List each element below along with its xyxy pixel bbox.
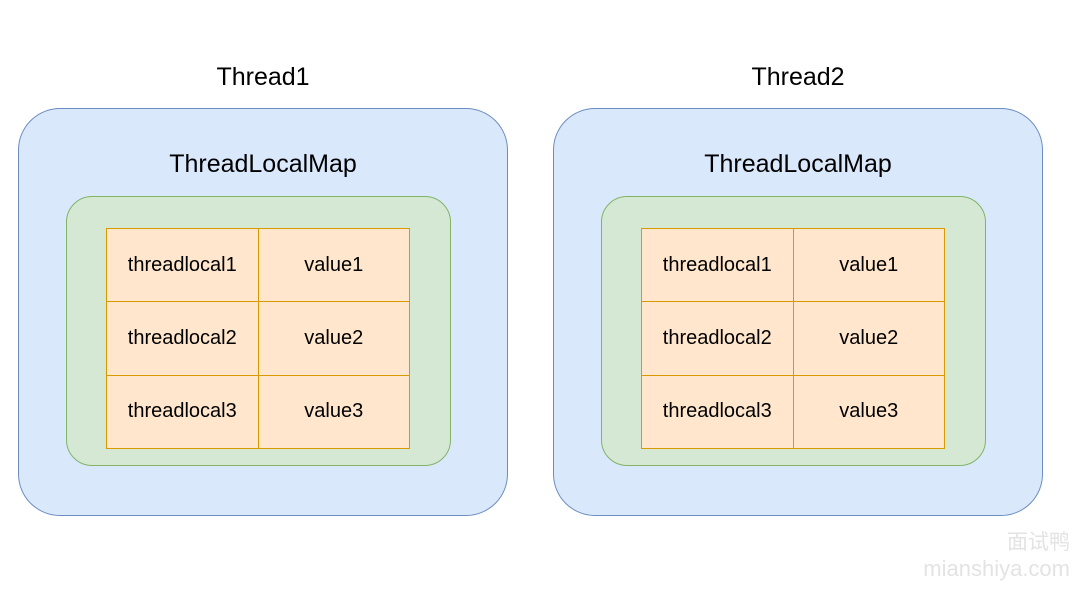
watermark: 面试鸭 mianshiya.com [923,530,1070,582]
entry-key-cell: threadlocal3 [106,374,259,450]
thread2-entry-table: threadlocal1 value1 threadlocal2 value2 … [641,227,945,450]
thread1-box: ThreadLocalMap threadlocal1 value1 threa… [18,108,508,516]
watermark-brand: 面试鸭 [1007,531,1070,555]
table-row: threadlocal2 value2 [641,301,945,376]
thread1-map-box: threadlocal1 value1 threadlocal2 value2 … [66,196,451,466]
thread2-group: Thread2 ThreadLocalMap threadlocal1 valu… [553,62,1043,522]
thread1-group: Thread1 ThreadLocalMap threadlocal1 valu… [18,62,508,522]
entry-value-cell: value3 [257,374,410,450]
thread1-map-title: ThreadLocalMap [169,150,357,178]
thread2-box: ThreadLocalMap threadlocal1 value1 threa… [553,108,1043,516]
table-row: threadlocal3 value3 [641,374,945,450]
thread1-entry-table: threadlocal1 value1 threadlocal2 value2 … [106,227,410,450]
entry-key-cell: threadlocal2 [106,301,259,376]
watermark-domain: mianshiya.com [923,555,1070,581]
entry-value-cell: value1 [257,227,410,303]
entry-key-cell: threadlocal1 [641,227,794,303]
entry-key-cell: threadlocal1 [106,227,259,303]
table-row: threadlocal2 value2 [106,301,410,376]
entry-value-cell: value2 [257,301,410,376]
entry-value-cell: value2 [792,301,945,376]
entry-key-cell: threadlocal2 [641,301,794,376]
entry-value-cell: value3 [792,374,945,450]
table-row: threadlocal1 value1 [106,227,410,303]
entry-key-cell: threadlocal3 [641,374,794,450]
entry-value-cell: value1 [792,227,945,303]
table-row: threadlocal3 value3 [106,374,410,450]
thread1-title: Thread1 [216,63,310,91]
thread2-title: Thread2 [751,63,845,91]
thread2-map-box: threadlocal1 value1 threadlocal2 value2 … [601,196,986,466]
table-row: threadlocal1 value1 [641,227,945,303]
thread2-map-title: ThreadLocalMap [704,150,892,178]
